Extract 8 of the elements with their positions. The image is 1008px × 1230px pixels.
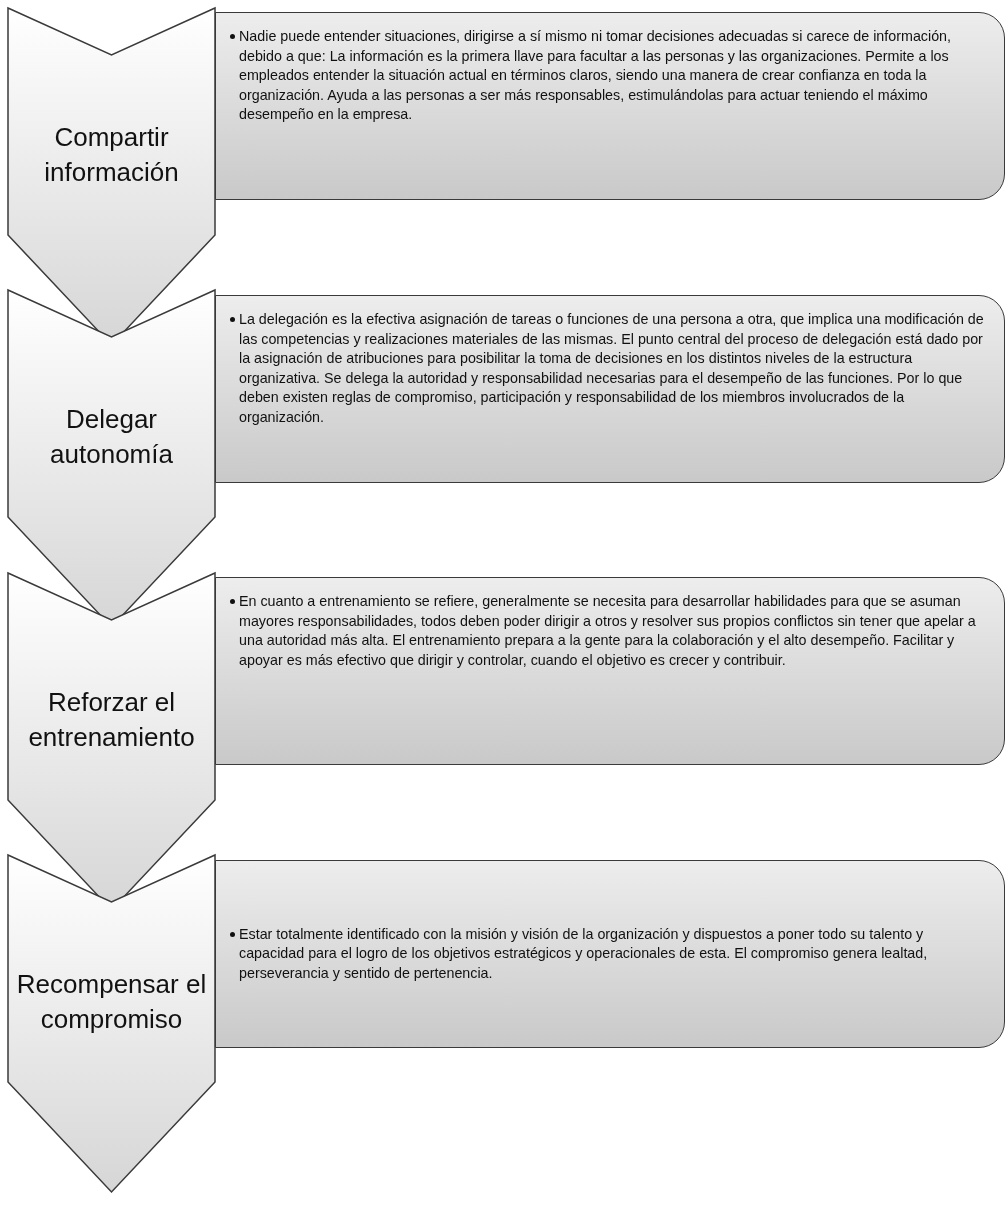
description-text: En cuanto a entrenamiento se refiere, generalmente se necesita para desarrollar habilidades para que se asuman mayores responsabilidades, todos deben poder dirigir a otros y resolver sus propios conflictos sin tener que apelar a una autoridad más alta. El entrenamiento prepara a la gente para la colaboración y el alto desempeño. Facilitar y apoyar es más efectivo que dirigir y controlar, cuando el objetivo es crecer y contribuir. [239, 592, 977, 670]
step-title: Recompensar el compromiso [15, 968, 208, 1036]
step-title: Reforzar el entrenamiento [27, 686, 196, 754]
step-title: Delegar autonomía [49, 403, 174, 471]
description-text: La delegación es la efectiva asignación de tareas o funciones de una persona a otra, que implica una modificación de las competencias y realizaciones materiales de las mismas. El punto central del proceso de delegación está dado por la asignación de atribuciones para posibilitar la toma de decisiones en los distintos niveles de la estructura organizativa. Se delega la autoridad y responsabilidad necesarias para el desempeño de las funciones. Por lo que deben existen reglas de compromiso, participación y responsabilidad de los miembros involucrados de la organización. [239, 310, 984, 427]
description-text: Estar totalmente identificado con la misión y visión de la organización y dispuestos a poner todo su talento y capacidad para el logro de los objetivos estratégicos y operacionales de esta. El compromiso genera lealtad, perseverancia y sentido de pertenencia. [239, 924, 929, 983]
description-text: Nadie puede entender situaciones, dirigirse a sí mismo ni tomar decisiones adecuadas si carece de información, debido a que: La información es la primera llave para facultar a las personas y las organizaciones. Permite a los empleados entender la situación actual en términos claros, siendo una manera de crear confianza en toda la organización. Ayuda a las personas a ser más responsables, estimulándolas para actuar teniendo el máximo desempeño en la empresa. [239, 27, 953, 125]
step-title: Compartir información [43, 121, 180, 189]
